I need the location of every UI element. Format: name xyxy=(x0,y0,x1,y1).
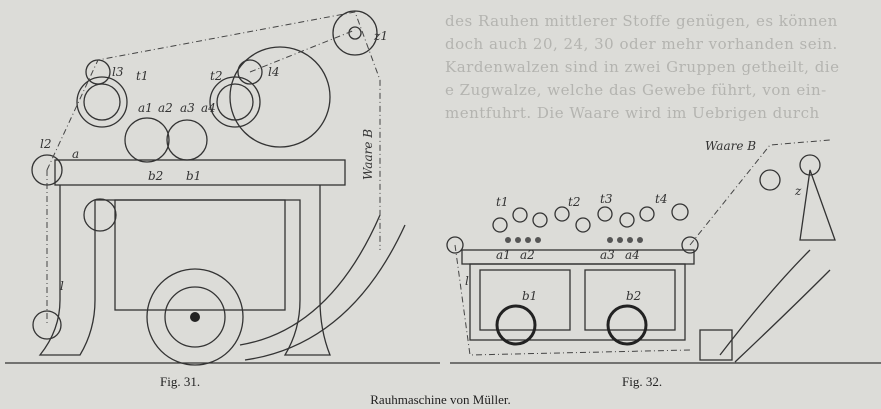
label: a4 xyxy=(201,101,216,115)
label: l3 xyxy=(112,65,124,79)
label: t1 xyxy=(136,69,148,83)
label: t2 xyxy=(568,195,580,209)
label: t4 xyxy=(655,192,667,206)
label: a4 xyxy=(625,248,640,262)
label: z xyxy=(794,184,802,198)
label: l xyxy=(60,279,64,293)
label: a xyxy=(72,147,79,161)
text-line: Kardenwalzen sind in zwei Gruppen gethei… xyxy=(445,58,840,76)
label: a3 xyxy=(180,101,195,115)
label: t2 xyxy=(210,69,222,83)
label: t1 xyxy=(496,195,508,209)
label: l4 xyxy=(268,65,279,79)
text-line: e Zugwalze, welche das Gewebe führt, von… xyxy=(445,81,827,99)
label: a2 xyxy=(158,101,173,115)
text-line: des Rauhen mittlerer Stoffe genügen, es … xyxy=(445,12,838,30)
label: Waare B xyxy=(705,139,756,153)
bleed-through-text: des Rauhen mittlerer Stoffe genügen, es … xyxy=(445,10,881,125)
label: l2 xyxy=(40,137,51,151)
main-caption: Rauhmaschine von Müller. xyxy=(370,392,511,407)
label: z1 xyxy=(373,29,388,43)
label: l xyxy=(465,274,469,288)
label: a1 xyxy=(496,248,511,262)
label: b2 xyxy=(148,169,163,183)
label: b2 xyxy=(626,289,641,303)
figure-31-caption: Fig. 31. xyxy=(160,374,201,389)
figure-32-drawing: t1 t2 t3 t4 a1 a2 a3 a4 b1 b2 l z Waare … xyxy=(446,139,881,364)
label: b1 xyxy=(522,289,537,303)
label: t3 xyxy=(600,192,613,206)
label: a3 xyxy=(600,248,615,262)
label: a1 xyxy=(138,101,153,115)
label: b1 xyxy=(186,169,201,183)
label: Waare B xyxy=(361,129,375,180)
figure-32-caption: Fig. 32. xyxy=(622,374,663,389)
label: a2 xyxy=(520,248,535,262)
figure-31-drawing: l3 t1 t2 l4 z1 a1 a2 a3 a4 l2 a Waare B … xyxy=(5,10,440,366)
text-line: doch auch 20, 24, 30 oder mehr vorhanden… xyxy=(445,35,838,53)
text-line: mentfuhrt. Die Waare wird im Uebrigen du… xyxy=(445,104,820,122)
